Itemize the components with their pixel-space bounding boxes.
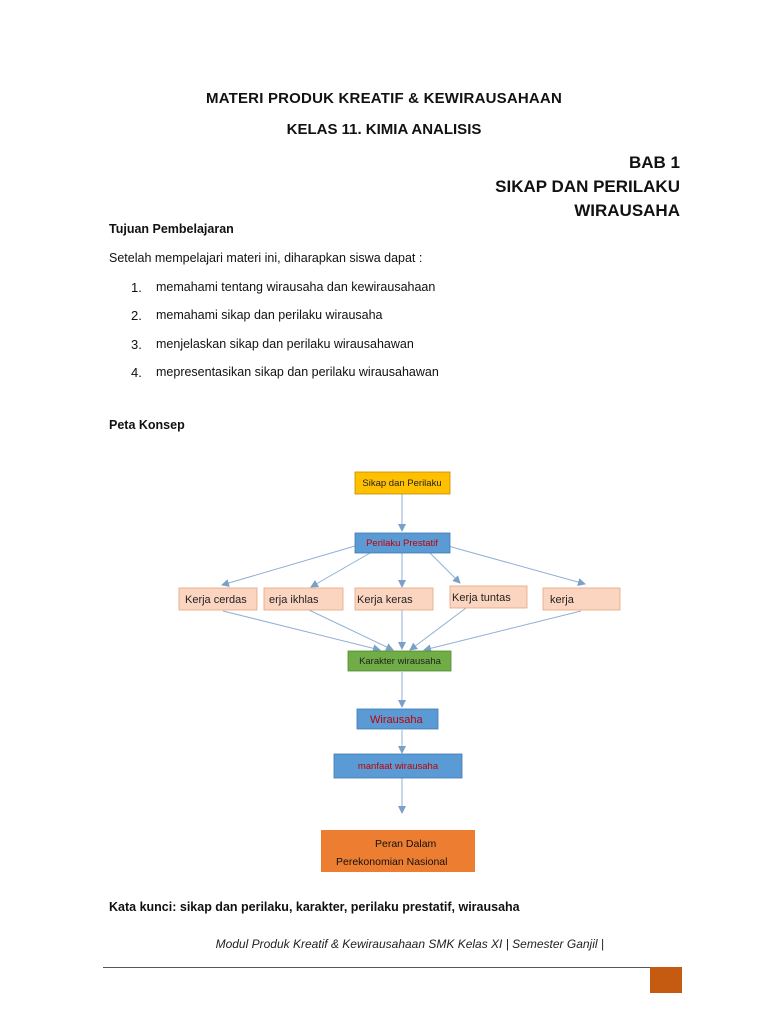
node-kerja-cerdas [178,587,258,611]
node-wirausaha [356,708,439,730]
chapter-title-line2: WIRAUSAHA [574,201,680,220]
node-sikap-perilaku [354,471,451,495]
node-kerja-ikhlas [263,587,344,611]
node-peran-line1: Peran Dalam [375,838,437,850]
node-peran-line2: Perekonomian Nasional [336,856,447,868]
node-kerja [542,587,621,611]
keywords-text: sikap dan perilaku, karakter, perilaku p… [179,900,520,914]
list-number: 3. [131,337,142,352]
page-number-block [650,967,682,993]
node-perilaku-prestatif [354,532,451,554]
list-number: 2. [131,308,142,323]
node-kerja-tuntas [449,585,528,609]
chapter-number: BAB 1 [628,153,680,172]
node-kerja-keras-label: Kerja keras [357,594,413,606]
objectives-heading: Tujuan Pembelajaran [109,222,234,236]
node-kerja-label: kerja [550,594,575,606]
node-kerja-tuntas-label: Kerja tuntas [452,592,511,604]
node-kerja-keras [354,587,434,611]
node-perilaku-prestatif-label: Perilaku Prestatif [366,538,438,549]
objective-list-item: 3. [131,336,142,354]
list-item-text: mepresentasikan sikap dan perilaku wirau… [156,365,439,379]
node-kerja-ikhlas-label: erja ikhlas [269,594,319,606]
keywords-line: Kata kunci: sikap dan perilaku, karakter… [109,900,520,914]
node-karakter-wirausaha [347,650,452,672]
list-item-text: menjelaskan sikap dan perilaku wirausaha… [156,337,414,351]
node-karakter-wirausaha-label: Karakter wirausaha [359,656,442,667]
node-wirausaha-label: Wirausaha [370,714,423,726]
node-peran-perekonomian [321,830,475,872]
footer-text: Modul Produk Kreatif & Kewirausahaan SMK… [215,937,604,951]
list-number: 1. [131,280,142,295]
node-kerja-cerdas-label: Kerja cerdas [185,594,247,606]
list-number: 4. [131,365,142,380]
chapter-title-line1: SIKAP DAN PERILAKU [495,177,680,196]
document-title: MATERI PRODUK KREATIF & KEWIRAUSAHAAN [206,90,562,107]
list-item-text: memahami sikap dan perilaku wirausaha [156,308,383,322]
keywords-label: Kata kunci: [109,900,177,914]
node-sikap-perilaku-label: Sikap dan Perilaku [362,478,441,489]
node-manfaat-wirausaha [333,753,463,779]
objectives-intro: Setelah mempelajari materi ini, diharapk… [109,251,423,265]
concept-map-heading: Peta Konsep [109,418,185,432]
class-title: KELAS 11. KIMIA ANALISIS [286,121,482,138]
footer-divider [103,967,681,968]
list-item-text: memahami tentang wirausaha dan kewirausa… [156,280,436,294]
objective-list-item: 1. [131,279,142,297]
node-manfaat-wirausaha-label: manfaat wirausaha [358,761,439,772]
connector-lines [221,494,586,814]
objective-list-item: 4. [131,364,142,382]
objective-list-item: 2. [131,307,142,325]
